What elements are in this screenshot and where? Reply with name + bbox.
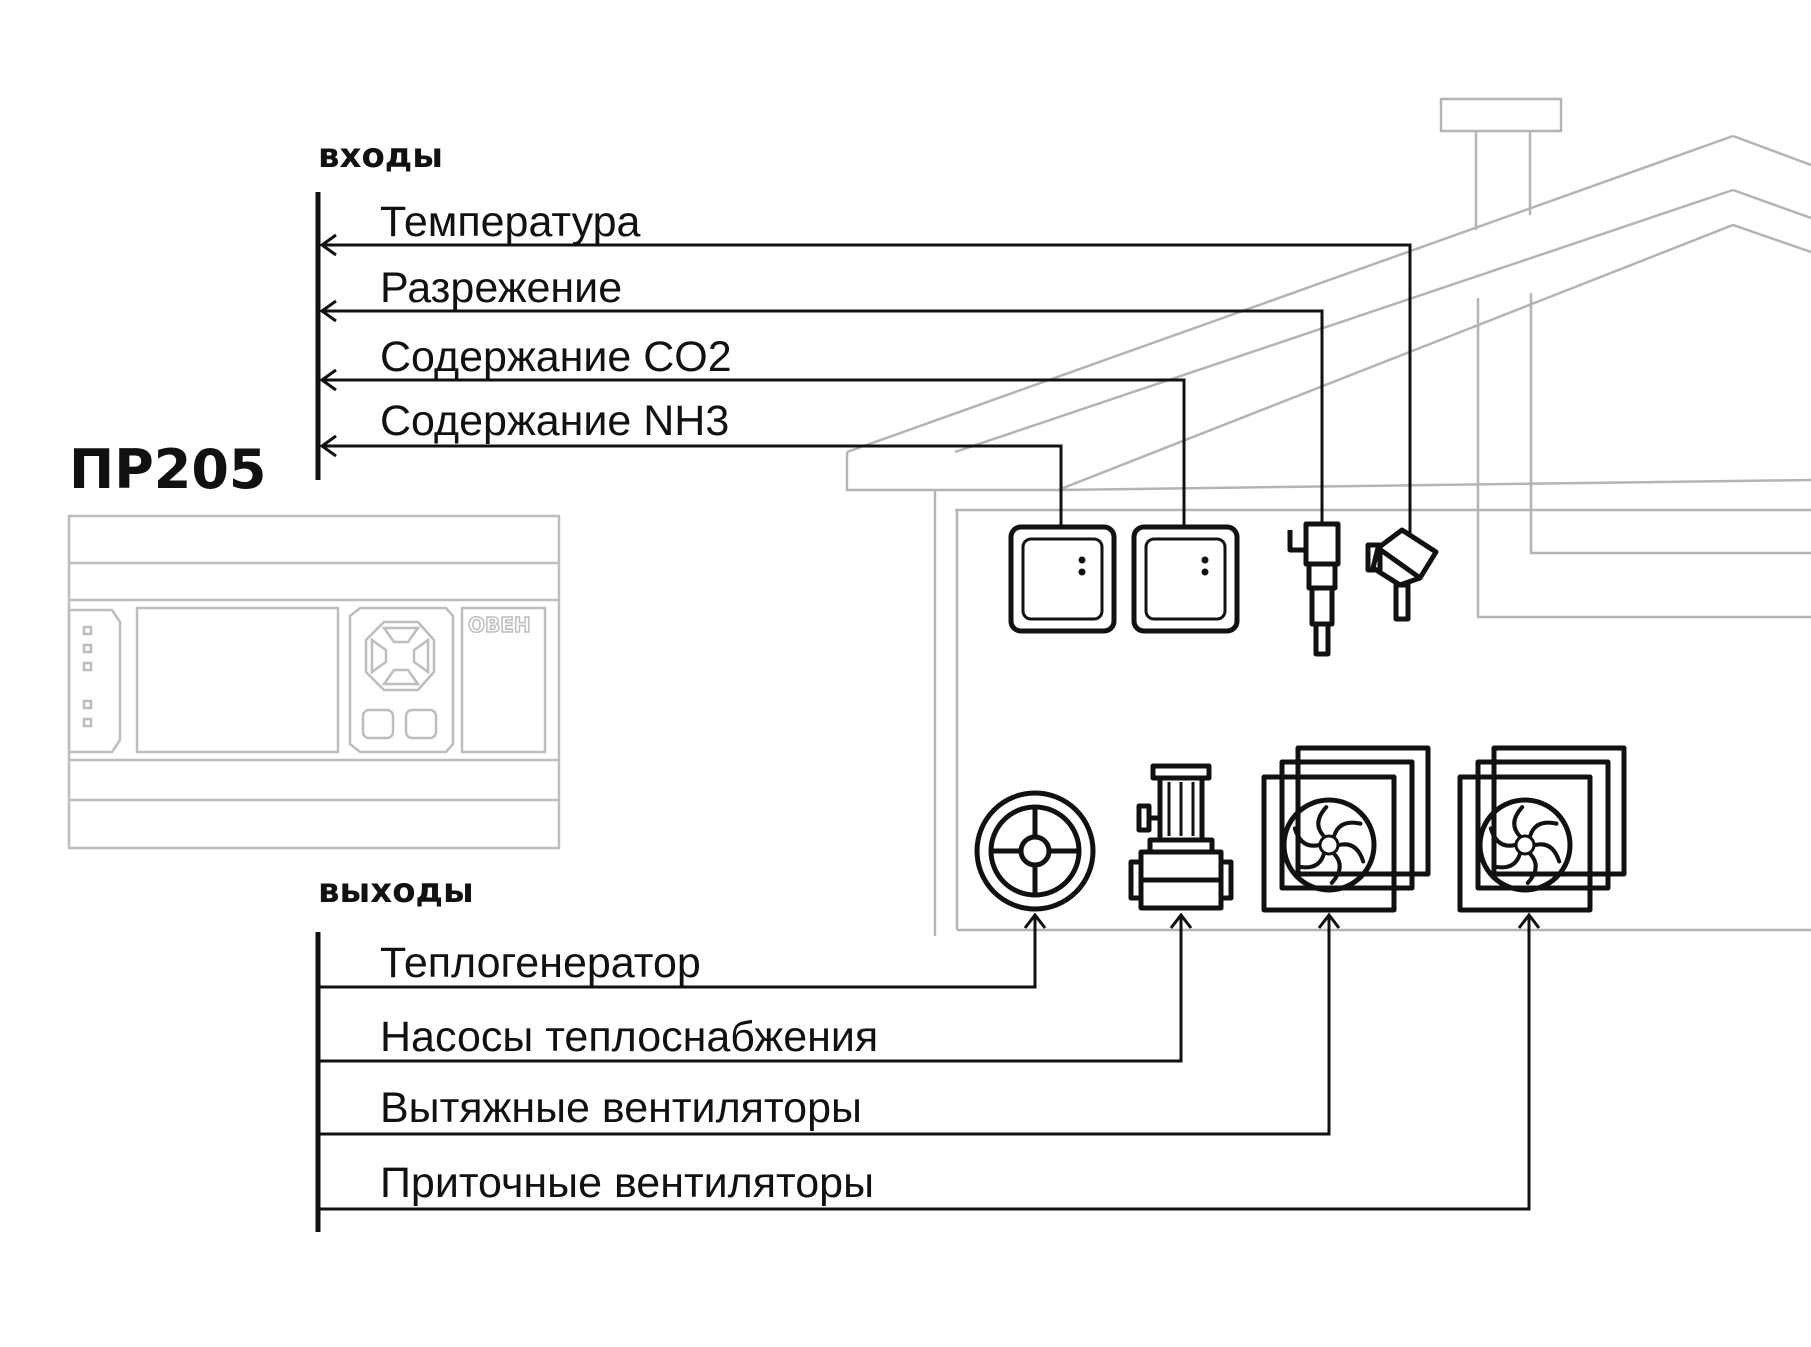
output-label-exhaust-fans: Вытяжные вентиляторы (380, 1084, 862, 1132)
output-line-heat-generator: Теплогенератор (318, 912, 1047, 989)
exhaust-fan-icon (1261, 745, 1431, 913)
fan-blade (1488, 826, 1517, 848)
controller-pr205: ОВЕН (67, 514, 561, 850)
outputs-header: выходы (318, 871, 474, 911)
input-line-pressure: Разрежение (319, 264, 1324, 524)
output-line-supply-fans: Приточные вентиляторы (318, 912, 1541, 1211)
led-panel (67, 608, 122, 754)
led-indicators (82, 625, 93, 728)
fan-blade (1533, 842, 1562, 864)
output-line-exhaust-fans: Вытяжные вентиляторы (318, 912, 1341, 1136)
input-line-temperature: Температура (319, 198, 1412, 533)
input-label-co2: Содержание CO2 (380, 333, 732, 381)
fan-blade (1292, 826, 1321, 848)
co2-sensor-icon (1131, 524, 1240, 634)
nh3-sensor-icon (1008, 524, 1117, 634)
temperature-sensor-icon (1365, 527, 1439, 622)
output-label-supply-fans: Приточные вентиляторы (380, 1159, 874, 1207)
brand-logo: ОВЕН (467, 612, 531, 638)
heat-generator-icon (974, 790, 1096, 912)
inputs-header: входы (318, 136, 443, 176)
fan-blade (1316, 805, 1329, 839)
house-outline (845, 97, 1811, 936)
controller-display (135, 606, 340, 754)
input-label-pressure: Разрежение (380, 264, 622, 312)
output-label-heat-generator: Теплогенератор (380, 939, 701, 987)
output-line-pump: Насосы теплоснабжения (318, 912, 1193, 1063)
fan-blade (1332, 820, 1363, 839)
fan-blade (1491, 851, 1522, 870)
logo-text: ОВЕН (468, 613, 531, 637)
device-title: ПР205 (69, 438, 267, 501)
fan-blade (1512, 805, 1525, 839)
fan-blade (1329, 851, 1342, 885)
button-right (404, 708, 438, 740)
supply-fan-icon (1457, 745, 1627, 913)
dpad-icon (364, 620, 436, 692)
fan-blade (1528, 820, 1559, 839)
fan-blade (1337, 842, 1366, 864)
button-left (361, 708, 395, 740)
pressure-sensor-icon (1287, 521, 1341, 657)
pump-icon (1128, 763, 1234, 911)
output-label-pump: Насосы теплоснабжения (380, 1013, 878, 1061)
input-label-temperature: Температура (380, 198, 641, 246)
input-line-nh3: Содержание NH3 (319, 397, 1063, 527)
input-label-nh3: Содержание NH3 (380, 397, 729, 445)
input-line-co2: Содержание CO2 (319, 333, 1186, 527)
fan-blade (1295, 851, 1326, 870)
fan-blade (1525, 851, 1538, 885)
